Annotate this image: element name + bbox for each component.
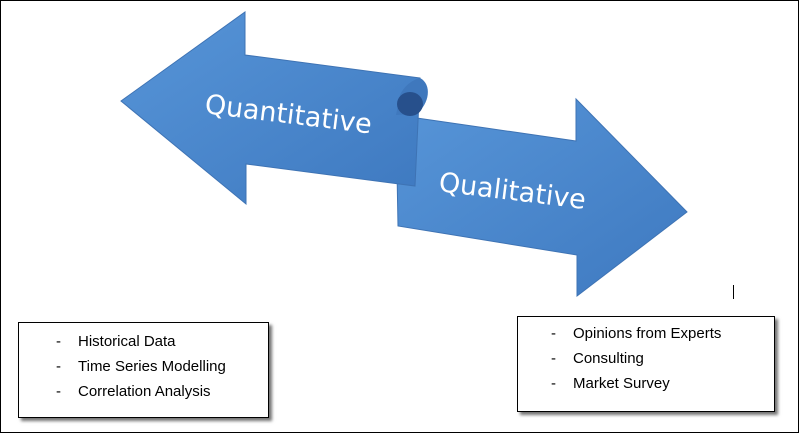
list-item: -Time Series Modelling xyxy=(56,354,268,379)
qualitative-methods-list: -Opinions from Experts -Consulting -Mark… xyxy=(518,317,774,396)
list-item-label: Opinions from Experts xyxy=(573,325,722,342)
quantitative-methods-list: -Historical Data -Time Series Modelling … xyxy=(19,323,268,404)
list-item-label: Historical Data xyxy=(78,333,176,350)
quantitative-arrow xyxy=(120,11,421,206)
list-item-label: Market Survey xyxy=(573,375,670,392)
list-item: -Opinions from Experts xyxy=(551,321,774,346)
list-item: -Historical Data xyxy=(56,329,268,354)
quantitative-methods-box: -Historical Data -Time Series Modelling … xyxy=(18,322,269,418)
list-item-label: Time Series Modelling xyxy=(78,358,226,375)
qualitative-arrow xyxy=(395,97,688,298)
qualitative-methods-box: -Opinions from Experts -Consulting -Mark… xyxy=(517,316,775,412)
bullet-dash: - xyxy=(551,350,556,367)
bullet-dash: - xyxy=(551,325,556,342)
arrow-fold-shadow xyxy=(397,92,423,116)
list-item: -Consulting xyxy=(551,346,774,371)
list-item-label: Consulting xyxy=(573,350,644,367)
list-item: -Market Survey xyxy=(551,371,774,396)
text-cursor xyxy=(733,285,734,299)
list-item: -Correlation Analysis xyxy=(56,379,268,404)
list-item-label: Correlation Analysis xyxy=(78,383,211,400)
bullet-dash: - xyxy=(551,375,556,392)
bullet-dash: - xyxy=(56,333,61,350)
bullet-dash: - xyxy=(56,383,61,400)
bullet-dash: - xyxy=(56,358,61,375)
